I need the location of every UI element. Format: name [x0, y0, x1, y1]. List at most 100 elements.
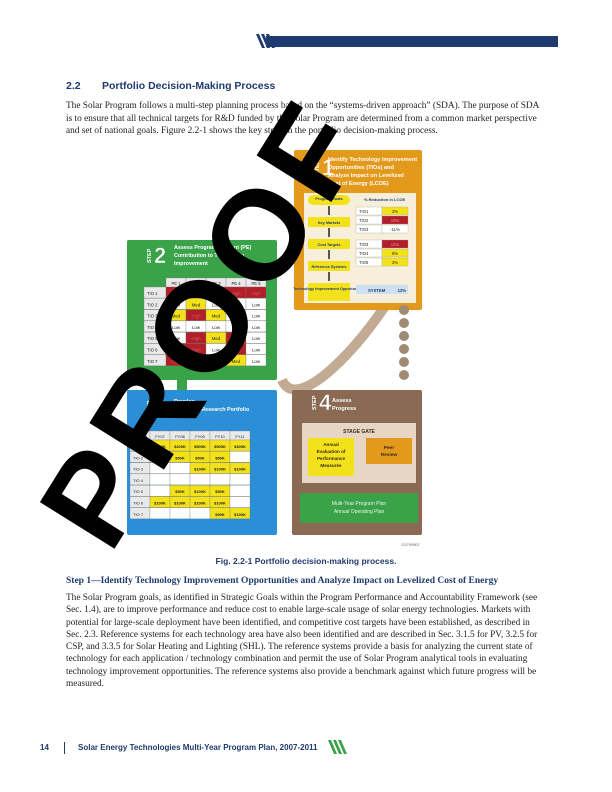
fy-cell-value: $100K: [194, 501, 206, 506]
fy-cell-value: $100K: [214, 467, 226, 472]
fy-cell: [149, 507, 171, 519]
lcoe-val-cell: [381, 239, 409, 249]
page-number: 14: [40, 743, 49, 752]
step1-title-line: Opportunities (TIOs) and: [328, 165, 394, 171]
plan-box: [300, 493, 418, 523]
link-dot: [399, 344, 409, 354]
pe-cell-value: Low: [212, 325, 221, 330]
pe-row-label: TIO 1: [147, 291, 158, 296]
lcoe-tio: TIO4: [359, 251, 369, 256]
fy-cell-value: $100K: [154, 501, 166, 506]
connector-2-4: [277, 292, 397, 395]
step3-badge-label: STEP: [147, 400, 153, 415]
section-number: 2.2: [66, 80, 81, 92]
header-hatch-icon: [256, 34, 275, 48]
fy-row-label: TIO 3: [133, 467, 144, 472]
fy-cell: [229, 473, 251, 486]
fy-cell: [149, 473, 171, 486]
fy-cell-value: $500K: [214, 444, 226, 449]
footer-divider: [64, 742, 65, 754]
pe-cell-value: Med: [192, 359, 201, 364]
step1-title-line: Cost of Energy (LCOE): [328, 181, 389, 187]
step4-title-line: Assess: [332, 398, 352, 404]
fy-cell-value: $50K: [215, 489, 225, 494]
footer-title: Solar Energy Technologies Multi-Year Pro…: [78, 743, 318, 752]
page-footer: 14 Solar Energy Technologies Multi-Year …: [36, 741, 336, 755]
fy-col-label: FY11: [235, 434, 245, 439]
fy-cell-value: $100K: [234, 512, 246, 517]
fy-cell-value: $50K: [215, 455, 225, 460]
pe-cell-value: Low: [252, 336, 261, 341]
pe-row-label: TIO 6: [147, 348, 158, 353]
step4-title-line: Progress: [332, 406, 356, 412]
fy-cell: [229, 451, 251, 463]
pe-cell-value: Low: [252, 302, 261, 307]
fy-cell-value: $50K: [195, 455, 205, 460]
figure-caption: Fig. 2.2-1 Portfolio decision-making pro…: [215, 556, 397, 566]
fy-cell-value: $300K: [234, 444, 246, 449]
pe-cell-value: Med: [172, 314, 181, 319]
lcoe-tio: TIO3: [359, 227, 369, 232]
pe-cell-value: High: [171, 291, 181, 296]
lcoe-tio: TIO5: [359, 260, 369, 265]
pe-cell-value: High: [231, 336, 241, 341]
pe-cell: [245, 286, 267, 299]
pe-row-label: TIO 5: [147, 336, 158, 341]
step3-title-line: Develop: [174, 399, 196, 405]
step2-title-line: Assess Program Element (PE): [174, 245, 252, 251]
fy-cell: [149, 451, 171, 463]
fy-cell-value: $50K: [175, 455, 185, 460]
pe-cell-value: Low: [212, 302, 221, 307]
pe-cell: [245, 309, 267, 321]
pe-col-label: PE 1: [171, 281, 181, 286]
lcoe-val-cell: [381, 257, 409, 267]
fy-cell: [149, 485, 171, 497]
annual-line: Evaluation of: [317, 449, 346, 454]
stage-gate-label: STAGE GATE: [343, 429, 375, 435]
step2-badge-number: 2: [154, 243, 166, 268]
pe-cell: [225, 298, 247, 310]
fy-cell-value: $100K: [194, 489, 206, 494]
lcoe-val: 12%: [391, 242, 400, 247]
section-title: Portfolio Decision-Making Process: [102, 80, 276, 92]
lcoe-val: -11%: [390, 227, 400, 232]
pe-cell: [245, 343, 267, 355]
lcoe-val: 2%: [392, 260, 398, 265]
fy-col-label: FY07: [155, 434, 165, 439]
fy-cell-value: $100K: [234, 467, 246, 472]
step4-badge-number: 4: [319, 390, 332, 415]
pe-cell-value: Low: [192, 325, 201, 330]
fy-col-label: Funding: [133, 434, 147, 439]
pe-cell-value: Low: [232, 314, 241, 319]
lcoe-system-cell: [356, 285, 408, 294]
pe-cell-value: High: [191, 291, 201, 296]
fy-cell: [229, 507, 251, 519]
pe-cell-value: Med: [192, 302, 201, 307]
pe-row-label: TIO 7: [147, 359, 158, 364]
step1-body: The Solar Program goals, as identified i…: [66, 593, 538, 690]
plan-line: Multi-Year Program Plan: [332, 501, 387, 507]
chain-box: [308, 239, 350, 249]
pe-cell-value: Low: [172, 336, 181, 341]
fy-cell-value: $100K: [174, 501, 186, 506]
header-bar: [266, 36, 558, 47]
link-dot: [399, 305, 409, 315]
pe-cell-value: High: [191, 348, 201, 353]
pe-cell-value: Low: [252, 314, 261, 319]
fy-cell: [229, 439, 251, 452]
fy-row-label: TIO 2: [133, 455, 144, 460]
pe-cell-value: High: [191, 336, 201, 341]
fy-cell: [189, 473, 211, 486]
chain-box: [308, 261, 350, 271]
fy-row-label: TIO 6: [133, 501, 144, 506]
link-dot: [399, 331, 409, 341]
section-heading: 2.2 Portfolio Decision-Making Process: [66, 80, 275, 92]
annual-line: Measures: [320, 463, 342, 468]
lcoe-val-cell: [381, 248, 409, 258]
step1-heading: Step 1—Identify Technology Improvement O…: [66, 576, 499, 586]
link-dot: [399, 318, 409, 328]
fy-col-label: FY10: [215, 434, 225, 439]
annual-line: Annual: [323, 442, 339, 447]
fy-cell-value: $100K: [214, 501, 226, 506]
peer-line: Review: [381, 452, 398, 458]
